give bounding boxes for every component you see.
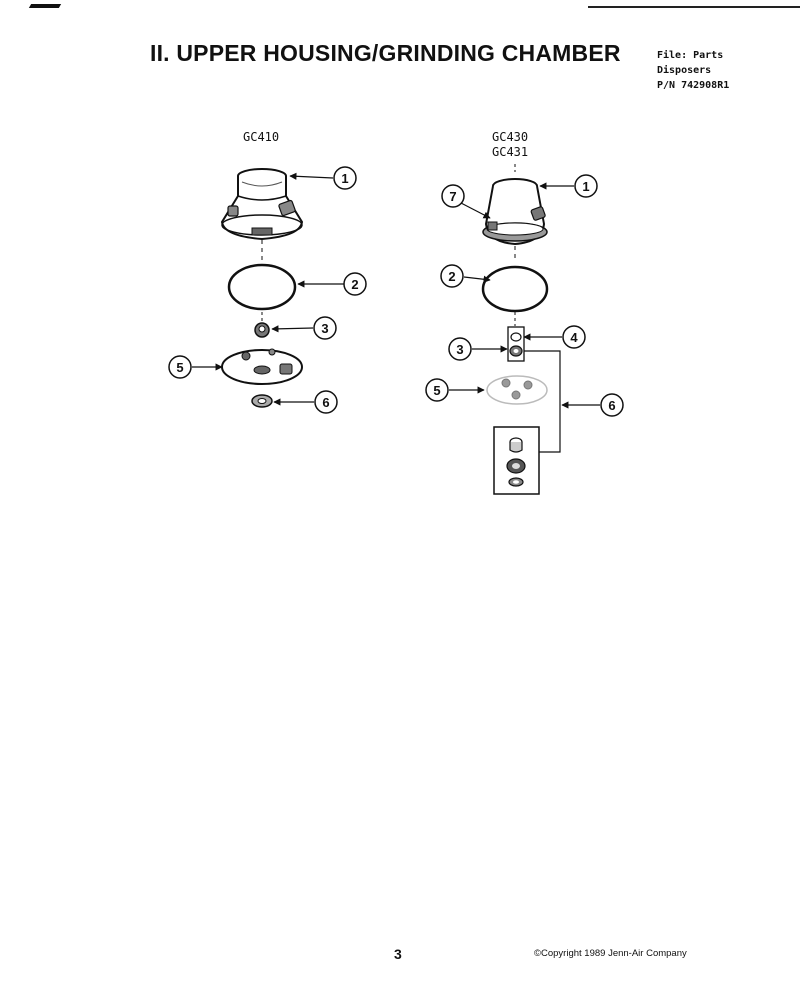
gasket-ring-part bbox=[227, 263, 297, 311]
svg-text:2: 2 bbox=[351, 277, 358, 292]
gc410-assembly: 1 2 3 5 6 bbox=[168, 166, 367, 414]
nut-part bbox=[254, 322, 270, 338]
part-number-line: P/N 742908R1 bbox=[657, 80, 730, 91]
svg-text:1: 1 bbox=[341, 171, 348, 186]
callout-3-right: 3 bbox=[448, 337, 472, 361]
svg-text:7: 7 bbox=[449, 189, 456, 204]
model-label-gc431: GC431 bbox=[492, 145, 529, 159]
model-label-gc430-gc431: GC430 GC431 bbox=[492, 130, 528, 160]
svg-text:6: 6 bbox=[608, 398, 615, 413]
callout-leader bbox=[463, 275, 491, 283]
svg-text:2: 2 bbox=[448, 269, 455, 284]
svg-text:1: 1 bbox=[582, 179, 589, 194]
callout-2-left: 2 bbox=[343, 272, 367, 296]
callout-leader bbox=[271, 325, 314, 333]
svg-text:5: 5 bbox=[433, 383, 440, 398]
svg-text:3: 3 bbox=[321, 321, 328, 336]
svg-text:4: 4 bbox=[570, 330, 578, 345]
grinding-plate-part bbox=[486, 375, 548, 405]
callout-2-right: 2 bbox=[440, 264, 464, 288]
copyright-notice: ©Copyright 1989 Jenn-Air Company bbox=[534, 948, 687, 959]
callout-1-right: 1 bbox=[574, 174, 598, 198]
callout-leader bbox=[460, 202, 491, 219]
callout-1-left: 1 bbox=[333, 166, 357, 190]
model-label-gc410: GC410 bbox=[243, 130, 280, 144]
hardware-set-part bbox=[507, 326, 525, 362]
upper-housing-part bbox=[482, 178, 548, 246]
washer-part bbox=[251, 394, 273, 408]
gasket-ring-part bbox=[481, 265, 549, 313]
callout-bracket bbox=[524, 350, 561, 453]
callout-leader bbox=[289, 172, 334, 180]
callout-6-right: 6 bbox=[600, 393, 624, 417]
page-title: II. UPPER HOUSING/GRINDING CHAMBER bbox=[150, 40, 621, 66]
impeller-kit-part bbox=[493, 426, 540, 495]
page-number: 3 bbox=[394, 946, 402, 962]
svg-text:3: 3 bbox=[456, 342, 463, 357]
category-line: Disposers bbox=[657, 65, 712, 76]
top-rule bbox=[588, 6, 800, 8]
svg-text:5: 5 bbox=[176, 360, 183, 375]
callout-5-left: 5 bbox=[168, 355, 192, 379]
callout-4-right: 4 bbox=[562, 325, 586, 349]
callout-6-left: 6 bbox=[314, 390, 338, 414]
svg-text:6: 6 bbox=[322, 395, 329, 410]
grinding-plate-part bbox=[221, 348, 303, 385]
file-info: File: Parts Disposers P/N 742908R1 bbox=[657, 48, 729, 93]
callout-5-right: 5 bbox=[425, 378, 449, 402]
upper-housing-part bbox=[220, 168, 304, 241]
model-label-gc430: GC430 bbox=[492, 130, 529, 144]
callout-7-right: 7 bbox=[441, 184, 465, 208]
callout-3-left: 3 bbox=[313, 316, 337, 340]
gc430-assembly: 1 7 2 4 3 5 6 bbox=[425, 164, 624, 495]
file-line: File: Parts bbox=[657, 50, 724, 61]
